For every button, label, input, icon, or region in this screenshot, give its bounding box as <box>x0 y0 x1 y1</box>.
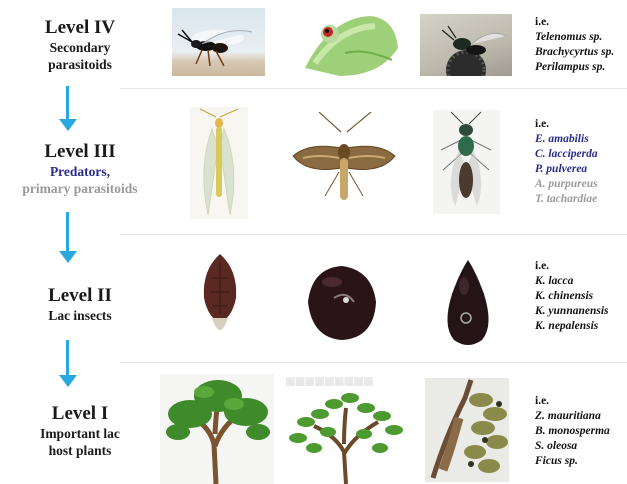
parasitoid-on-scale-photo <box>420 14 512 76</box>
branch-with-lac-photo <box>425 378 509 482</box>
down-arrow-icon <box>59 212 77 264</box>
row-divider <box>120 88 627 89</box>
moth-photo <box>289 112 399 222</box>
species-name: P. pulverea <box>535 162 598 177</box>
level-subtitle-line: primary parasitoids <box>0 180 160 197</box>
species-name: B. monosperma <box>535 424 610 439</box>
level-subtitle-line: host plants <box>0 442 160 459</box>
level-subtitle-line: Predators, <box>0 163 160 180</box>
level-title: Level II <box>0 284 160 307</box>
species-name: S. oleosa <box>535 439 610 454</box>
wasp-photo <box>172 8 265 76</box>
lac-insect-elongate-photo <box>196 252 244 342</box>
species-name: T. tachardiae <box>535 192 598 207</box>
level-subtitle-line: Secondary <box>0 39 160 56</box>
species-name: Perilampus sp. <box>535 60 614 75</box>
shrub-illustration <box>284 386 408 484</box>
species-name: K. lacca <box>535 274 609 289</box>
examples-label: i.e. <box>535 15 614 30</box>
level-iii-label: Level III Predators, primary parasitoids <box>0 140 160 197</box>
chalcid-wasp-photo <box>433 110 500 214</box>
species-name: K. yunnanensis <box>535 304 609 319</box>
examples-label: i.e. <box>535 117 598 132</box>
level-subtitle-line: Lac insects <box>0 307 160 324</box>
examples-label: i.e. <box>535 259 609 274</box>
lac-insect-pear-photo <box>440 256 496 350</box>
level-iv-label: Level IV Secondary parasitoids <box>0 16 160 73</box>
down-arrow-icon <box>59 340 77 388</box>
level-iv-examples: i.e. Telenomus sp. Brachycyrtus sp. Peri… <box>535 15 614 75</box>
level-title: Level III <box>0 140 160 163</box>
level-i-examples: i.e. Z. mauritiana B. monosperma S. oleo… <box>535 394 610 469</box>
species-name: K. nepalensis <box>535 319 609 334</box>
level-title: Level I <box>0 402 160 425</box>
species-name: Ficus sp. <box>535 454 610 469</box>
species-name: A. purpureus <box>535 177 598 192</box>
species-name: E. amabilis <box>535 132 598 147</box>
level-ii-examples: i.e. K. lacca K. chinensis K. yunnanensi… <box>535 259 609 334</box>
level-i-label: Level I Important lac host plants <box>0 402 160 459</box>
species-name: C. lacciperda <box>535 147 598 162</box>
row-divider <box>120 362 627 363</box>
species-name: K. chinensis <box>535 289 609 304</box>
level-ii-label: Level II Lac insects <box>0 284 160 324</box>
species-name: Z. mauritiana <box>535 409 610 424</box>
row-divider <box>120 234 627 235</box>
examples-label: i.e. <box>535 394 610 409</box>
level-iii-examples: i.e. E. amabilis C. lacciperda P. pulver… <box>535 117 598 207</box>
species-name: Brachycyrtus sp. <box>535 45 614 60</box>
down-arrow-icon <box>59 86 77 132</box>
level-title: Level IV <box>0 16 160 39</box>
level-subtitle-line: parasitoids <box>0 56 160 73</box>
leafhopper-photo <box>300 8 400 78</box>
species-name: Telenomus sp. <box>535 30 614 45</box>
level-subtitle-line: Important lac <box>0 425 160 442</box>
lac-insect-round-photo <box>304 262 380 344</box>
tree-illustration <box>160 374 274 484</box>
lacewing-photo <box>190 107 248 219</box>
